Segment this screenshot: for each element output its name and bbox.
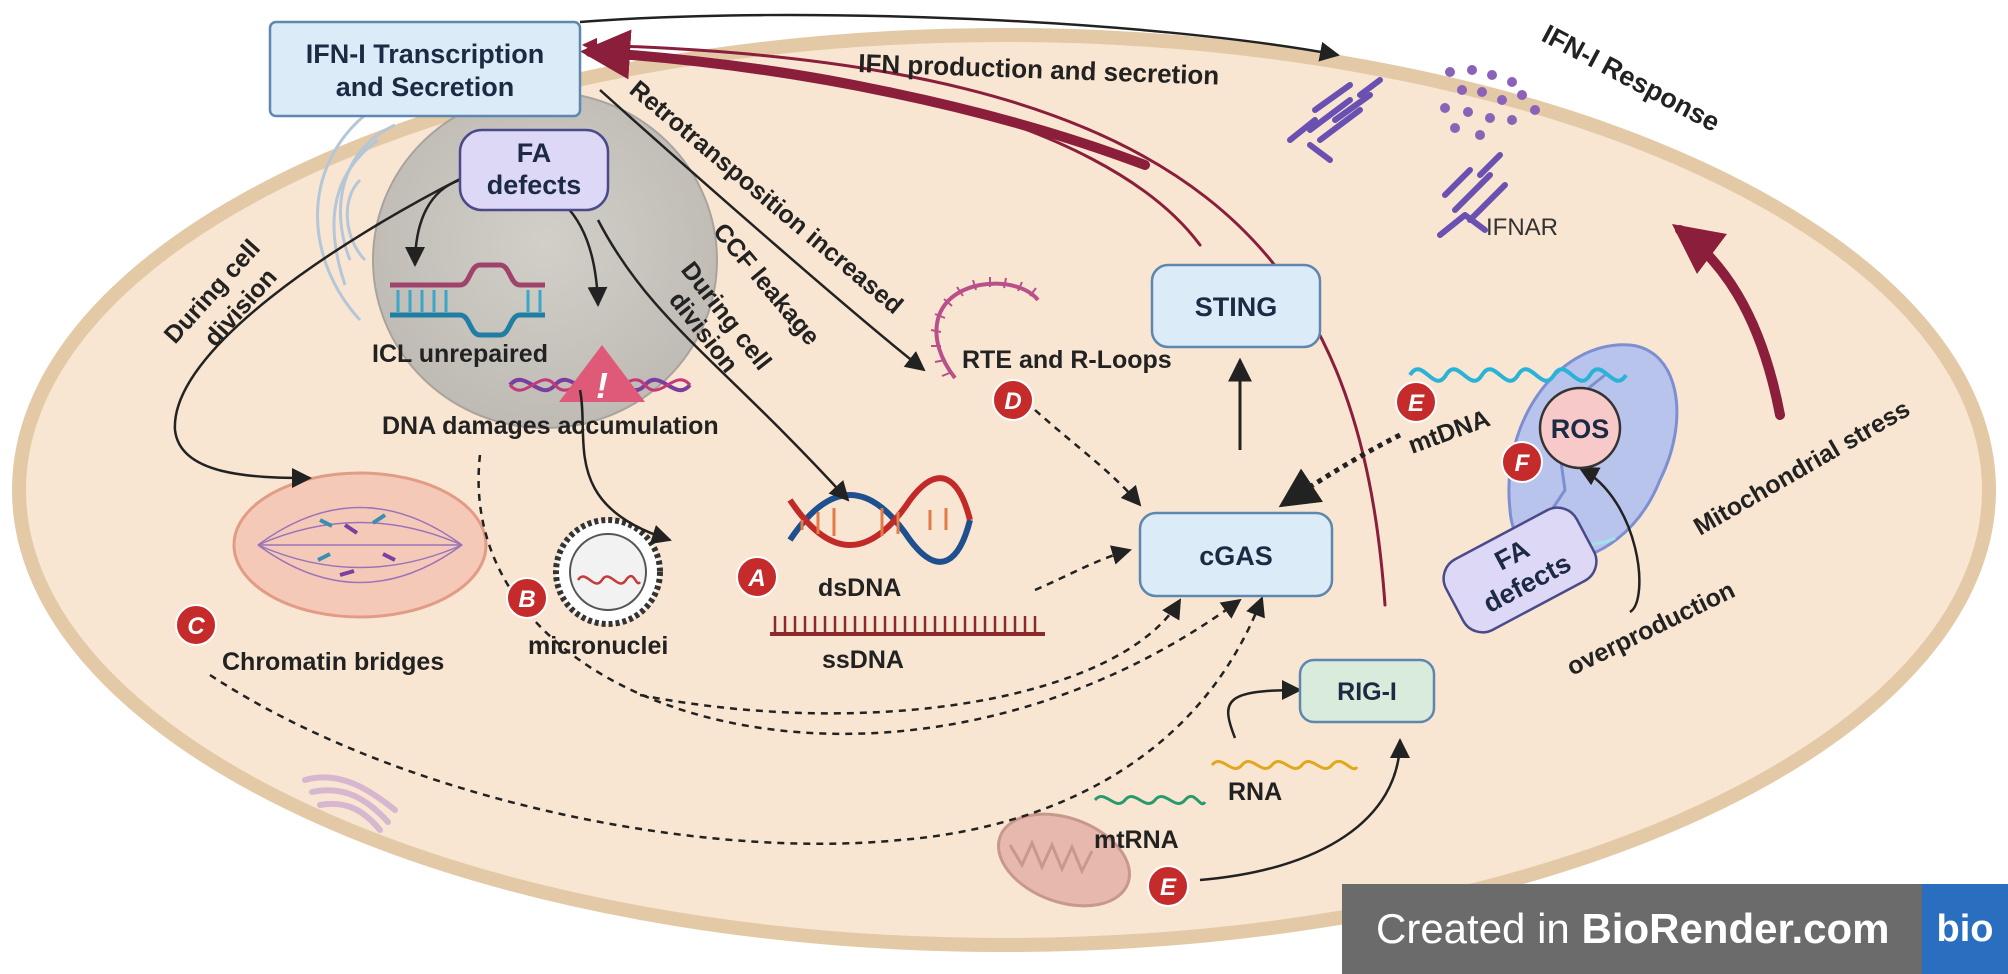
badge-a: A bbox=[736, 556, 778, 598]
mitochondrion-icon bbox=[997, 812, 1131, 908]
badge-d: D bbox=[992, 379, 1034, 421]
rte-icon bbox=[930, 277, 1040, 380]
badge-b: B bbox=[506, 577, 548, 619]
ifn-molecules-icon bbox=[1440, 65, 1540, 140]
rna-label: RNA bbox=[1228, 778, 1282, 806]
dashed-arrows bbox=[209, 409, 1402, 845]
warning-icon: ! bbox=[559, 345, 645, 406]
svg-text:F: F bbox=[1515, 450, 1531, 477]
solid-arrows bbox=[173, 89, 1641, 882]
fa-defects-nucleus-box: FA defects bbox=[458, 128, 610, 212]
ssdna-icon bbox=[770, 616, 1045, 636]
svg-text:IFN-I Transcription: IFN-I Transcription bbox=[306, 39, 545, 69]
ifn-transcription-box: IFN-I Transcription and Secretion bbox=[268, 20, 582, 118]
rna-icon bbox=[1210, 759, 1359, 771]
badge-e-mtrna: E bbox=[1147, 865, 1189, 907]
svg-text:and Secretion: and Secretion bbox=[336, 72, 515, 102]
rig-i-box: RIG-I bbox=[1298, 658, 1436, 724]
watermark-text: Created in BioRender.com bbox=[1342, 905, 1922, 953]
biorender-watermark: Created in BioRender.com bio bbox=[1342, 884, 2008, 974]
dna-damages-label: DNA damages accumulation bbox=[382, 412, 719, 440]
svg-text:ROS: ROS bbox=[1551, 414, 1610, 444]
micronucleus-icon bbox=[553, 517, 663, 627]
svg-text:E: E bbox=[1408, 390, 1425, 417]
mtrna-icon bbox=[1093, 794, 1207, 806]
micronuclei-label: micronuclei bbox=[528, 632, 668, 660]
ssdna-label: ssDNA bbox=[822, 646, 904, 674]
svg-text:FA: FA bbox=[517, 138, 552, 168]
ifn-secretion-arrow bbox=[579, 13, 1340, 62]
icl-unrepaired-label: ICL unrepaired bbox=[372, 340, 548, 368]
svg-text:RIG-I: RIG-I bbox=[1337, 678, 1397, 706]
endoplasmic-reticulum-icon bbox=[316, 113, 511, 358]
golgi-icon bbox=[302, 774, 398, 833]
icl-dna-icon bbox=[390, 262, 545, 338]
badge-f: F bbox=[1501, 441, 1543, 483]
svg-text:defects: defects bbox=[487, 170, 582, 200]
watermark-brand: BioRender.com bbox=[1581, 905, 1890, 952]
fa-defects-mito-box: FA defects bbox=[1442, 506, 1598, 634]
ros-circle: ROS bbox=[1538, 386, 1622, 470]
biorender-logo: bio bbox=[1922, 884, 2008, 974]
mtdna-icon bbox=[1408, 367, 1628, 383]
mtrna-label: mtRNA bbox=[1094, 826, 1179, 854]
sting-box: STING bbox=[1150, 263, 1322, 349]
cgas-box: cGAS bbox=[1138, 511, 1334, 598]
svg-text:STING: STING bbox=[1195, 292, 1278, 322]
svg-text:A: A bbox=[747, 565, 765, 592]
ifnar-receptor-icon bbox=[1287, 77, 1508, 238]
svg-text:D: D bbox=[1004, 388, 1021, 415]
mitotic-cell-icon bbox=[232, 471, 488, 619]
svg-text:E: E bbox=[1160, 874, 1177, 901]
ifnar-label: IFNAR bbox=[1486, 214, 1558, 241]
dsdna-icon bbox=[787, 475, 973, 565]
watermark-prefix: Created in bbox=[1376, 905, 1582, 952]
svg-text:B: B bbox=[518, 586, 535, 613]
rte-rloops-label: RTE and R-Loops bbox=[962, 346, 1172, 374]
ifn-production-arrows bbox=[580, 29, 1785, 607]
badge-e-mtdna: E bbox=[1395, 381, 1437, 423]
svg-text:cGAS: cGAS bbox=[1199, 541, 1273, 571]
svg-text:!: ! bbox=[596, 365, 608, 406]
badge-c: C bbox=[175, 604, 217, 646]
svg-text:C: C bbox=[187, 613, 205, 640]
chromatin-bridges-label: Chromatin bridges bbox=[222, 648, 444, 676]
dsdna-label: dsDNA bbox=[818, 574, 901, 602]
